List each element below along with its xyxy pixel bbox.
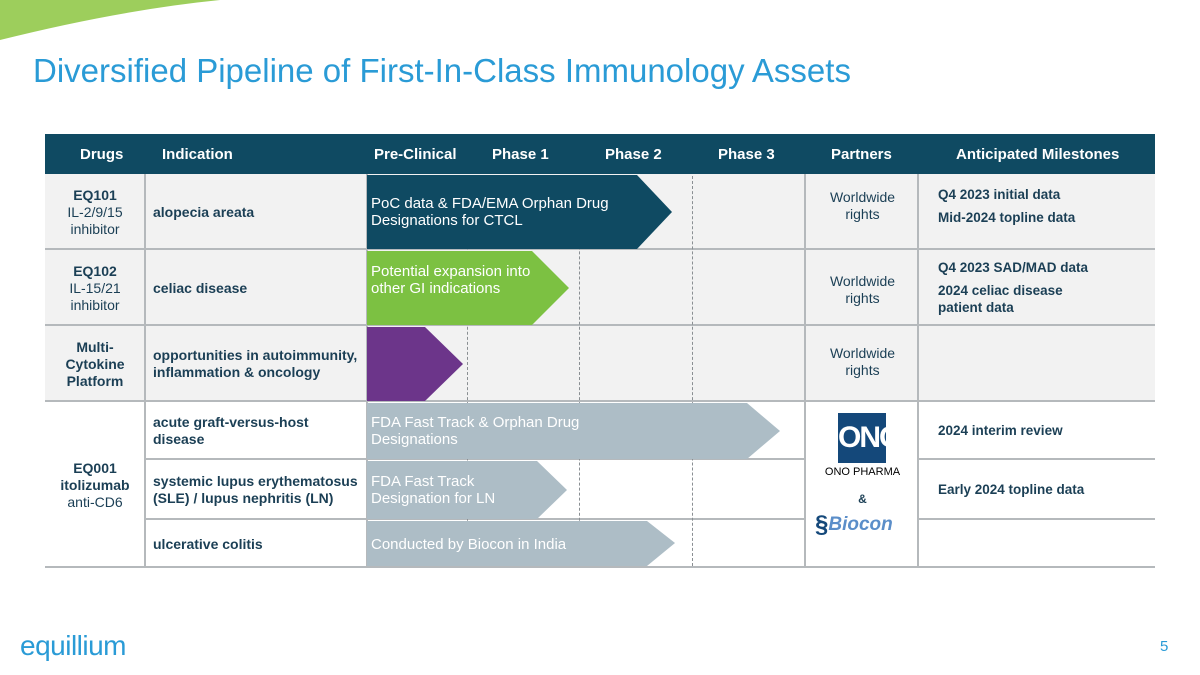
progress-bar-agvhd [367,403,780,459]
bar-text-eq102: Potential expansion into other GI indica… [371,263,531,297]
header-partners: Partners [831,146,892,163]
partner-ampersand: & [858,492,867,506]
milestone: Q4 2023 SAD/MAD data [938,260,1089,275]
drug-target: IL-2/9/15 [67,203,123,220]
drug-eq101: EQ101 IL-2/9/15 inhibitor [45,174,145,250]
header-milestones: Anticipated Milestones [956,146,1120,163]
indication: systemic lupus erythematosus (SLE) / lup… [153,473,358,506]
milestone: 2024 celiac disease patient data [938,283,1063,315]
header-phase1: Phase 1 [492,146,549,163]
biocon-logo: § Biocon [815,511,893,538]
bar-text-sle: FDA Fast Track Designation for LN [371,473,496,507]
page-title: Diversified Pipeline of First-In-Class I… [33,52,851,89]
partner: Worldwide rights [829,273,896,306]
decorative-swoosh [0,0,220,40]
drug-class: inhibitor [70,220,120,237]
table-row [45,250,1155,326]
ono-pharma-logo: ONO [838,413,902,463]
drug-eq001: EQ001 itolizumab anti-CD6 [45,402,145,568]
drug-target: IL-15/21 [69,279,121,296]
milestone: 2024 interim review [938,423,1063,438]
indication: acute graft-versus-host disease [153,414,309,447]
milestone: Q4 2023 initial data [938,187,1061,202]
bar-text-eq101: PoC data & FDA/EMA Orphan Drug Designati… [371,195,609,229]
biocon-icon: § [815,511,829,538]
milestones-eq102: Q4 2023 SAD/MAD data 2024 celiac disease… [938,259,1153,316]
progress-bar-uc [367,521,675,566]
partner: Worldwide rights [829,189,896,222]
drug-generic-name: itolizumab [60,476,130,493]
table-row [45,460,1155,520]
progress-bar-sle [367,461,567,519]
drug-name: EQ102 [73,262,117,279]
milestone: Early 2024 topline data [938,482,1085,497]
indication: alopecia areata [153,204,255,220]
indication: celiac disease [153,280,248,296]
milestones-eq101: Q4 2023 initial data Mid-2024 topline da… [938,186,1153,227]
drug-name: EQ001 [73,459,117,476]
drug-name: EQ101 [73,186,117,203]
header-drugs: Drugs [80,146,124,163]
indication: ulcerative colitis [153,536,263,552]
progress-bar-eq101 [367,175,672,249]
page-number: 5 [1160,638,1169,655]
header-preclinical: Pre-Clinical [374,146,457,163]
drug-class: inhibitor [70,296,120,313]
drug-class: anti-CD6 [67,493,123,510]
indication: opportunities in autoimmunity, inflammat… [153,347,358,380]
bar-text-agvhd: FDA Fast Track & Orphan Drug Designation… [371,414,580,448]
equillium-logo: equillium [20,630,127,661]
header-phase2: Phase 2 [605,146,662,163]
milestone: Mid-2024 topline data [938,210,1076,225]
header-phase3: Phase 3 [718,146,775,163]
progress-bar-platform [367,327,463,401]
table-header: Drugs Indication Pre-Clinical Phase 1 Ph… [45,134,1155,174]
drug-eq102: EQ102 IL-15/21 inhibitor [45,250,145,326]
table-row [45,326,1155,402]
bar-text-uc: Conducted by Biocon in India [371,536,567,553]
partner: Worldwide rights [829,345,896,378]
ono-pharma-text: ONO PHARMA [824,466,901,478]
progress-bar-eq102 [367,251,569,325]
drug-platform: Multi-Cytokine Platform [65,338,125,389]
pipeline-bars [367,175,780,566]
header-indication: Indication [162,146,233,163]
